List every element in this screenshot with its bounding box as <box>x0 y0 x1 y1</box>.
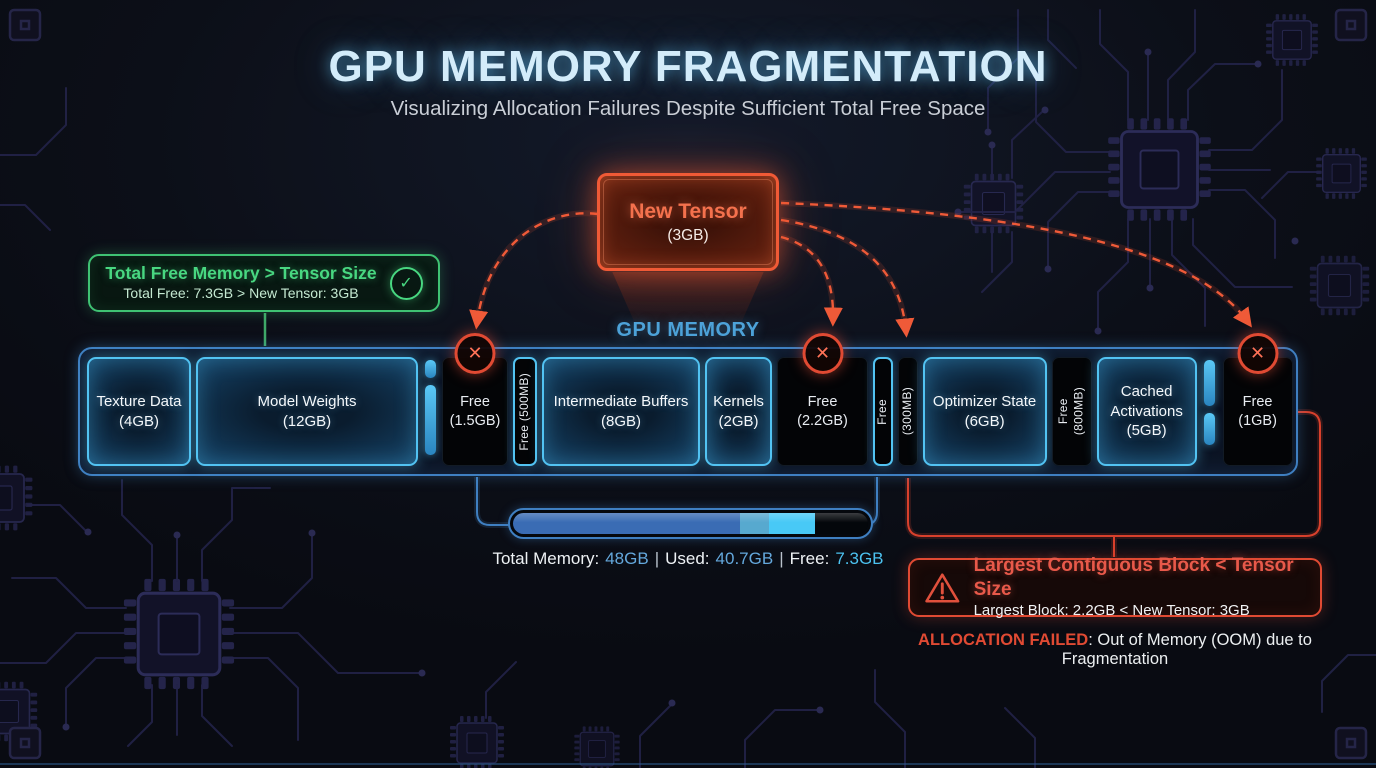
memory-block-free-1gb: Free(1GB) ✕ <box>1222 333 1293 466</box>
memory-block-label: Kernels(2GB) <box>713 393 764 430</box>
tensor-arrow-to-free-300mb <box>780 218 915 338</box>
memory-block-free-1-5gb: Free(1.5GB) ✕ <box>442 333 508 466</box>
progress-segment <box>768 513 815 534</box>
fail-callout-title: Largest Contiguous Block < Tensor Size <box>973 555 1294 601</box>
success-callout-title: Total Free Memory > Tensor Size <box>105 263 377 284</box>
fragment-bit <box>424 360 436 378</box>
circuit-traces <box>0 9 1376 768</box>
allocation-failed-x-icon: ✕ <box>802 333 843 374</box>
usage-caption: Total Memory: 48GB | Used: 40.7GB | Free: 7.3GB <box>0 549 1376 569</box>
fail-callout-detail: Largest Block: 2.2GB < New Tensor: 3GB <box>973 601 1250 619</box>
usage-progress-track <box>513 513 868 534</box>
gpu-memory-bar: Texture Data(4GB) Model Weights(12GB) Free… <box>78 333 1298 476</box>
total-memory-label: Total Memory: <box>492 549 600 568</box>
allocation-failed-label: ALLOCATION FAILED <box>918 631 1089 649</box>
fragment-bit <box>1204 360 1216 406</box>
success-callout-detail: Total Free: 7.3GB > New Tensor: 3GB <box>123 285 359 302</box>
memory-block-free-2-2gb: Free(2.2GB) ✕ <box>777 333 868 466</box>
memory-block-free-800mb: Free(800MB) <box>1051 357 1092 466</box>
fragment-bit <box>424 385 436 455</box>
progress-segment <box>513 513 741 534</box>
memory-block-label: Free(1GB) <box>1238 393 1277 429</box>
memory-block-label: Texture Data(4GB) <box>96 393 182 430</box>
memory-block-texture-data: Texture Data(4GB) <box>87 357 191 466</box>
tensor-arrow-to-free-1-5gb <box>469 212 599 330</box>
allocation-failed-line: ALLOCATION FAILED: Out of Memory (OOM) d… <box>890 631 1340 669</box>
memory-block-free-500mb: Free (500MB) <box>513 357 537 466</box>
memory-block-free-300mb-word: Free <box>873 357 893 466</box>
memory-block-label: (300MB) <box>899 387 914 436</box>
tensor-size: (3GB) <box>667 226 709 244</box>
gpu-memory-label: GPU MEMORY <box>616 319 760 341</box>
free-memory-check-callout: Total Free Memory > Tensor Size Total Fr… <box>88 254 440 312</box>
free-label: Free: <box>789 549 830 568</box>
separator: | <box>654 549 660 568</box>
memory-block-kernels: Kernels(2GB) <box>705 357 772 466</box>
used-value: 40.7GB <box>715 549 774 568</box>
memory-block-label: Optimizer State(6GB) <box>932 393 1037 430</box>
memory-block-optimizer-state: Optimizer State(6GB) <box>922 357 1047 466</box>
allocation-failed-text: : Out of Memory (OOM) due to Fragmentati… <box>1061 631 1312 668</box>
check-icon: ✓ <box>389 266 423 300</box>
fragment-bit <box>1204 413 1216 445</box>
allocation-failed-x-icon: ✕ <box>454 333 496 374</box>
corner-chips <box>8 8 1368 760</box>
tensor-arrow-to-free-1gb <box>780 201 1252 328</box>
warning-icon <box>925 572 960 603</box>
usage-progress-bar <box>508 508 873 539</box>
free-value: 7.3GB <box>835 549 884 568</box>
separator: | <box>779 549 784 568</box>
memory-block-label: Free (500MB) <box>517 372 532 451</box>
memory-block-label: Free(1.5GB) <box>449 393 501 429</box>
memory-block-free-300mb-size: (300MB) <box>897 357 918 466</box>
memory-block-label: Free(800MB) <box>1056 387 1086 436</box>
free-blocks-to-fail-bracket <box>907 411 1321 557</box>
used-label: Used: <box>665 549 710 568</box>
progress-segment <box>740 513 769 534</box>
page-subtitle: Visualizing Allocation Failures Despite … <box>390 97 986 120</box>
memory-block-model-weights: Model Weights(12GB) <box>196 357 418 466</box>
contiguous-block-fail-callout: Largest Contiguous Block < Tensor Size L… <box>908 555 1322 619</box>
tensor-name: New Tensor <box>629 199 747 223</box>
memory-block-fragment-strip-2 <box>1202 357 1218 466</box>
progress-segment <box>814 513 868 534</box>
memory-blocks-row: Texture Data(4GB) Model Weights(12GB) Free… <box>87 333 1293 466</box>
memory-block-intermediate-buffers: Intermediate Buffers(8GB) <box>542 357 700 466</box>
memory-block-label: Model Weights(12GB) <box>257 393 357 430</box>
circuit-dots <box>62 48 1299 731</box>
new-tensor-box: New Tensor (3GB) <box>597 173 779 271</box>
memory-block-fragment-strip-1 <box>423 357 437 466</box>
memory-block-label: Free <box>875 398 889 425</box>
page-title: GPU MEMORY FRAGMENTATION <box>328 42 1048 91</box>
total-memory-value: 48GB <box>605 549 649 568</box>
memory-block-label: Intermediate Buffers(8GB) <box>553 393 689 430</box>
allocation-failed-x-icon: ✕ <box>1237 333 1279 374</box>
memory-block-label: Free(2.2GB) <box>797 393 848 429</box>
